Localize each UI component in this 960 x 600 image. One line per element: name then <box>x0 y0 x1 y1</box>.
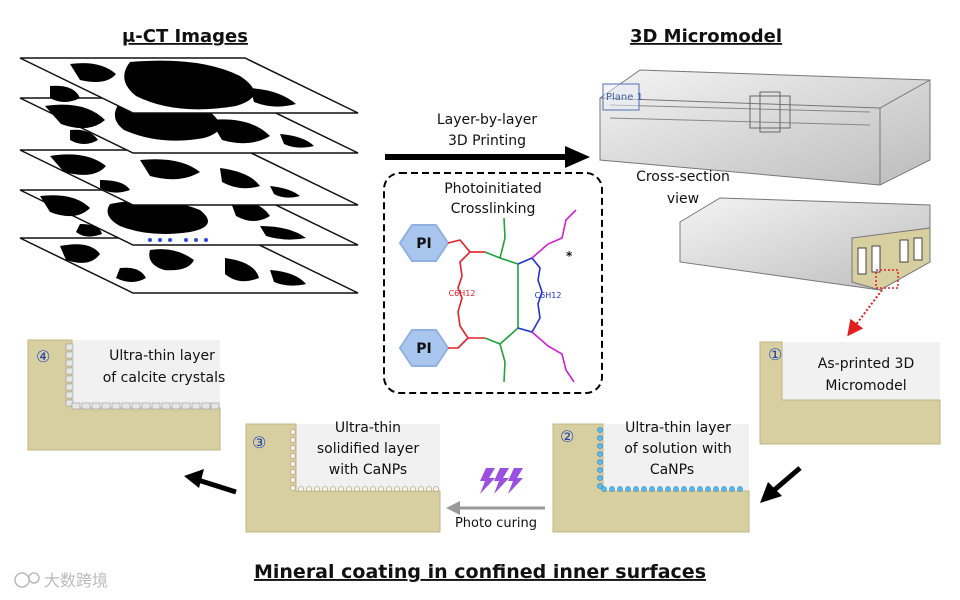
step-3-line2: solidified layer <box>317 441 420 457</box>
step-2-line1: Ultra-thin layer <box>625 420 731 436</box>
micromodel-cross-section <box>679 197 931 337</box>
step-2-number: ② <box>560 427 574 446</box>
pi-label-bottom: PI <box>416 341 431 357</box>
watermark-logo-icon <box>14 572 30 588</box>
magenta-chain <box>531 209 577 383</box>
step-4-line1: Ultra-thin layer <box>109 348 215 364</box>
pi-label-top: PI <box>416 236 431 252</box>
nanoparticle-layer-blue <box>597 427 743 492</box>
plane-label: Plane 1 <box>606 92 643 103</box>
step-2-line2: of solution with <box>624 441 732 457</box>
watermark-text: 大数跨境 <box>44 571 108 590</box>
watermark: 大数跨境 <box>14 571 108 590</box>
step-3-line3: with CaNPs <box>329 462 407 478</box>
step-1-line1: As-printed 3D <box>818 356 914 372</box>
crosslinking-box: Photoinitiated Crosslinking PI PI C6H12 <box>383 172 603 394</box>
crosslink-title-line2: Crosslinking <box>451 201 536 217</box>
step-1-number: ① <box>768 345 782 364</box>
stack-dots <box>148 238 208 242</box>
printing-arrow <box>385 146 590 168</box>
step-4-number: ④ <box>36 347 50 366</box>
arrow-step2-to-step3 <box>446 501 545 515</box>
green-chain <box>484 217 519 383</box>
title-ct-images: μ-CT Images <box>122 26 248 47</box>
solidified-layer <box>290 429 439 492</box>
crosslink-title-line1: Photoinitiated <box>444 181 542 197</box>
arrow-step1-to-step2 <box>760 466 802 503</box>
step-panel-2: ② Ultra-thin layer of solution with CaNP… <box>552 420 750 533</box>
arrow-label-line2: 3D Printing <box>448 133 526 149</box>
step-3-line1: Ultra-thin <box>335 420 401 436</box>
micromodel-3d: Plane 1 <box>599 69 931 186</box>
title-bottom: Mineral coating in confined inner surfac… <box>254 561 706 583</box>
step-panel-4: ④ Ultra-thin layer of calcite crystals <box>27 339 226 451</box>
cross-section-label-line1: Cross-section <box>636 169 730 185</box>
red-chain <box>447 239 485 349</box>
arrow-label-line1: Layer-by-layer <box>437 112 538 128</box>
photo-curing-label: Photo curing <box>455 516 537 531</box>
cross-section-label-line2: view <box>667 191 699 207</box>
step-4-line2: of calcite crystals <box>103 370 226 386</box>
pi-hexagon-bottom: PI <box>398 329 450 367</box>
c6h12-left: C6H12 <box>449 289 476 298</box>
title-3d-micromodel: 3D Micromodel <box>630 26 782 47</box>
ct-slice-0 <box>19 57 359 114</box>
ct-image-stack <box>19 57 359 294</box>
step-panel-1: ① As-printed 3D Micromodel <box>759 341 941 445</box>
calcite-crystal-layer <box>65 343 220 410</box>
radical-star: * <box>566 249 573 263</box>
ct-slice-4 <box>19 237 359 294</box>
step-2-line3: CaNPs <box>650 462 694 478</box>
step-panel-3: ③ Ultra-thin solidified layer with CaNPs <box>245 420 441 533</box>
arrow-step3-to-step4 <box>184 469 237 495</box>
step-1-line2: Micromodel <box>825 378 906 394</box>
step-3-number: ③ <box>252 433 266 452</box>
lightning-icon <box>480 468 523 494</box>
c6h12-right: C6H12 <box>535 291 562 300</box>
blue-chain <box>517 257 543 333</box>
pi-hexagon-top: PI <box>398 224 450 262</box>
